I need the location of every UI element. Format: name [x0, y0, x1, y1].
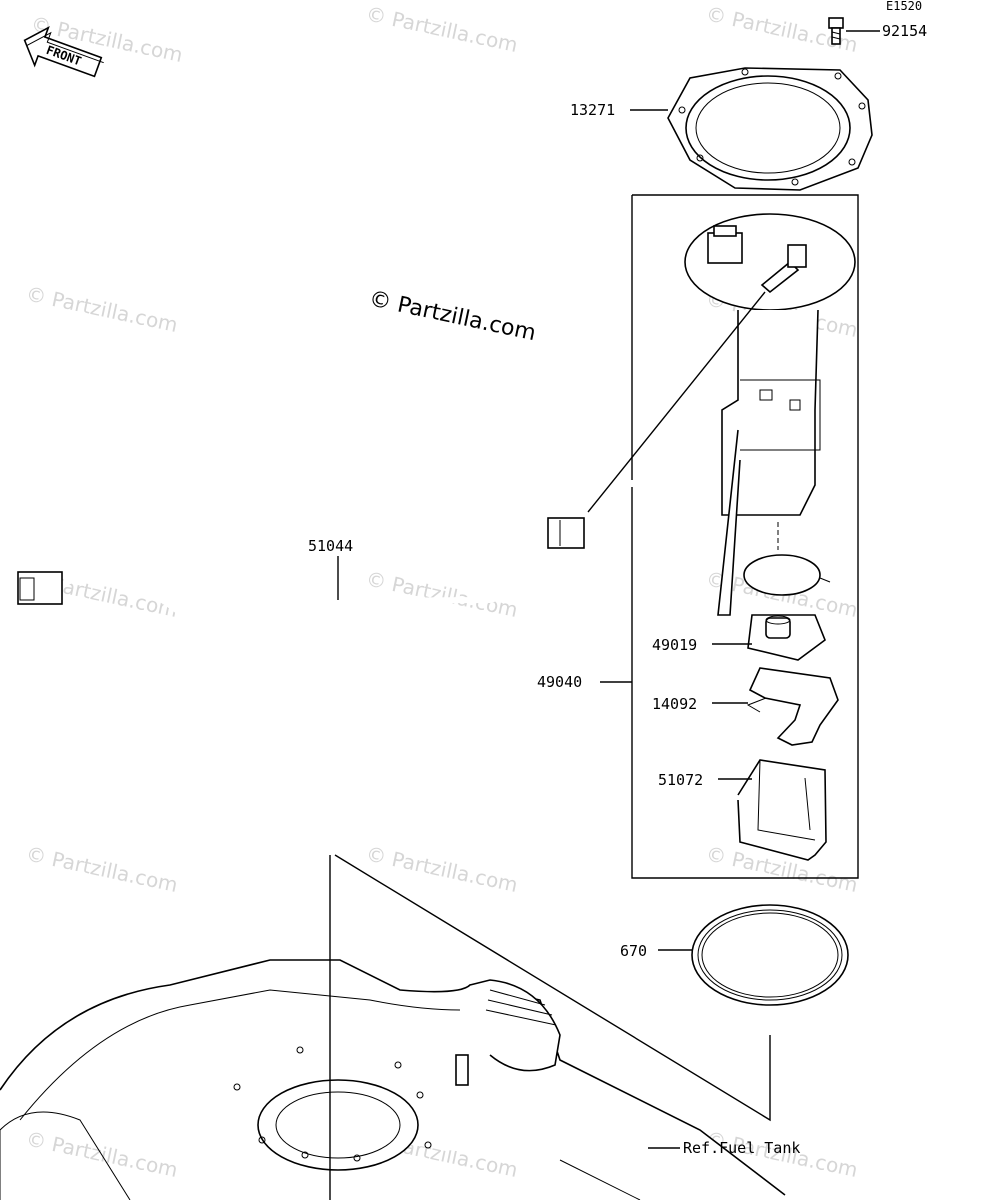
- watermark: © Partzilla.com: [364, 841, 520, 897]
- leader-line: [334, 854, 771, 1122]
- part-label-670: 670: [620, 942, 647, 960]
- part-label-ref-fuel-tank: Ref.Fuel Tank: [683, 1139, 800, 1157]
- front-arrow-icon: FRONT: [23, 25, 104, 78]
- holder-icon: [737, 759, 827, 861]
- watermark: © Partzilla.com: [364, 1, 520, 57]
- part-label-13271: 13271: [570, 101, 615, 119]
- leader-line: [587, 291, 766, 513]
- oring-icon: [691, 904, 849, 1006]
- cover-icon: [746, 667, 839, 746]
- watermark: © Partzilla.com: [24, 281, 180, 337]
- part-label-92154: 92154: [882, 22, 927, 40]
- fuel-tank-icon: [0, 959, 786, 1200]
- bolt-icon: [828, 17, 844, 45]
- diagram-code: E1520: [886, 0, 922, 13]
- watermark: © Partzilla.com: [364, 566, 520, 622]
- assembly-bracket: [631, 194, 859, 879]
- watermark: © Partzilla.com: [24, 841, 180, 897]
- part-label-49019: 49019: [652, 636, 697, 654]
- gasket-plate-icon: [667, 67, 873, 191]
- strainer-icon: [743, 522, 831, 661]
- watermark-main: © Partzilla.com: [367, 286, 538, 346]
- part-label-51044: 51044: [308, 537, 353, 555]
- fuel-pump-icon: [684, 213, 856, 616]
- part-label-51072: 51072: [658, 771, 703, 789]
- harness-icon: [17, 517, 585, 645]
- part-label-49040: 49040: [537, 673, 582, 691]
- part-label-14092: 14092: [652, 695, 697, 713]
